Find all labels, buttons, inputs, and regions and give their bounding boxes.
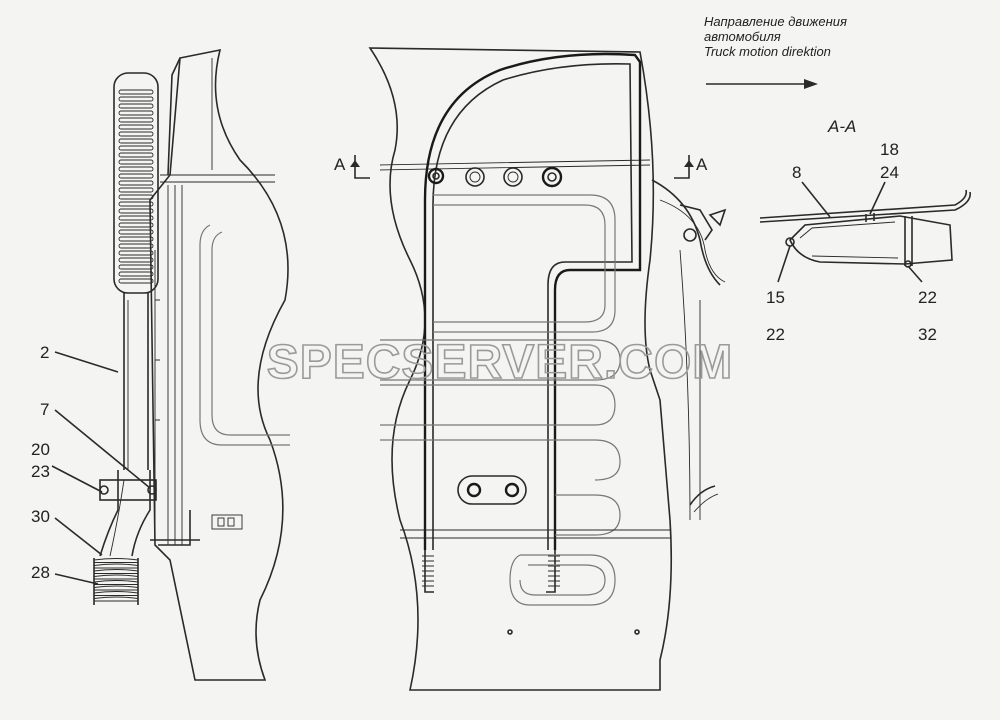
- grip-rib: [118, 278, 154, 284]
- bolt: [541, 166, 563, 188]
- grip-rib: [118, 173, 154, 179]
- grip-rib: [118, 138, 154, 144]
- section-marker-left: A: [334, 155, 370, 179]
- bolt: [503, 167, 523, 187]
- grip-rib: [118, 145, 154, 151]
- grip-ribs: [118, 89, 154, 284]
- center-cab-panel: [368, 47, 727, 691]
- stem: [123, 293, 149, 470]
- grip-rib: [118, 187, 154, 193]
- grip-rib: [118, 271, 154, 277]
- callout-30: 30: [31, 507, 50, 526]
- direction-ru-line2: автомобиля: [704, 29, 781, 44]
- callout-23: 23: [31, 462, 50, 481]
- grip-rib: [118, 229, 154, 235]
- callout-8: 8: [792, 163, 801, 182]
- grip-rib: [118, 264, 154, 270]
- corrugated-sleeve: [93, 558, 139, 605]
- corrugated-sleeve-center: [422, 550, 560, 593]
- mount-plate: [457, 475, 527, 505]
- direction-en: Truck motion direktion: [704, 44, 831, 59]
- callout-2: 2: [40, 343, 49, 362]
- bellows-ring: [93, 558, 139, 563]
- grip-rib: [118, 243, 154, 249]
- grip-rib: [118, 152, 154, 158]
- callout-15: 15: [766, 288, 785, 307]
- grip-rib: [118, 194, 154, 200]
- callout-22a: 22: [766, 325, 785, 344]
- callout-22b: 22: [918, 288, 937, 307]
- section-letter-left: A: [334, 155, 346, 174]
- grip-rib: [118, 117, 154, 123]
- bolt: [427, 167, 445, 185]
- bellows-ring: [93, 580, 139, 585]
- grip-rib: [118, 215, 154, 221]
- left-cab-panel: [149, 48, 290, 681]
- grip-rib: [118, 236, 154, 242]
- callout-28: 28: [31, 563, 50, 582]
- grip-rib: [118, 131, 154, 137]
- handle-assembly: [93, 72, 159, 605]
- bellows-ring: [93, 569, 139, 574]
- watermark: SPECSERVER.COM: [267, 336, 734, 389]
- bellows-ring: [93, 574, 139, 580]
- callout-7: 7: [40, 400, 49, 419]
- grip-rib: [118, 166, 154, 172]
- duct-outer: [423, 52, 642, 550]
- duct-inner: [432, 63, 633, 550]
- grip-rib: [118, 124, 154, 130]
- grip-rib: [118, 180, 154, 186]
- callout-20: 20: [31, 440, 50, 459]
- section-marker-right: A: [674, 155, 708, 179]
- bolt: [465, 167, 485, 187]
- grip-rib: [118, 250, 154, 256]
- lower-pipe: [99, 470, 151, 557]
- grip-rib: [118, 257, 154, 263]
- grip-rib: [118, 89, 154, 95]
- bellows-ring: [93, 591, 139, 596]
- grip-outline: [113, 72, 159, 294]
- bellows-ring: [93, 563, 139, 569]
- bellows-ring: [93, 596, 139, 602]
- grip-rib: [118, 159, 154, 165]
- grip-rib: [118, 110, 154, 116]
- section-letter-right: A: [696, 155, 708, 174]
- callout-18: 18: [880, 140, 899, 159]
- direction-note: Направление движения автомобиля Truck mo…: [704, 14, 847, 89]
- left-callouts: 2 7 20 23 30 28: [31, 343, 151, 585]
- section-title: A-A: [827, 117, 856, 136]
- bellows-ring: [93, 585, 139, 591]
- callout-32: 32: [918, 325, 937, 344]
- grip-rib: [118, 96, 154, 102]
- grip-rib: [118, 208, 154, 214]
- grip-rib: [118, 201, 154, 207]
- section-aa-detail: A-A 8 18 24 15 22 22 32: [759, 117, 972, 344]
- callout-24: 24: [880, 163, 899, 182]
- grip-rib: [118, 222, 154, 228]
- grip-rib: [118, 103, 154, 109]
- direction-ru-line1: Направление движения: [704, 14, 847, 29]
